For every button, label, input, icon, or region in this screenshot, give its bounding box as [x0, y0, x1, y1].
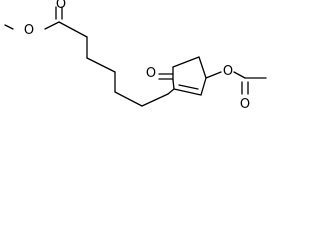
bond-chain-6 [141, 93, 169, 107]
acetate-oxygen-label: O [223, 64, 233, 79]
bond-ring-ch2-right [198, 56, 207, 79]
bond-chain-3 [86, 57, 116, 73]
bond-acetate-o-carbon [233, 71, 246, 79]
bond-chain-1 [58, 21, 88, 38]
bond-ring-acetate-o [205, 71, 222, 79]
molecule-structure: O O O O O [4, 0, 267, 112]
bond-ring-double [173, 88, 202, 96]
ketone-oxygen-label: O [146, 66, 156, 81]
bond-ring-right [200, 77, 207, 96]
bond-chain-5 [114, 91, 143, 107]
bond-ring-ch2-left [172, 56, 200, 68]
ester-carbonyl-oxygen-label: O [56, 0, 66, 12]
bond-ring-double-second [178, 84, 199, 90]
bond-o-ester-carbon [44, 21, 60, 30]
bond-ring-ketone-carbon [172, 79, 175, 90]
bond-chain-7 [167, 88, 175, 95]
ester-oxygen-label: O [24, 23, 34, 38]
acetate-carbonyl-oxygen-label: O [240, 97, 250, 112]
bond-methyl-o [4, 24, 14, 30]
